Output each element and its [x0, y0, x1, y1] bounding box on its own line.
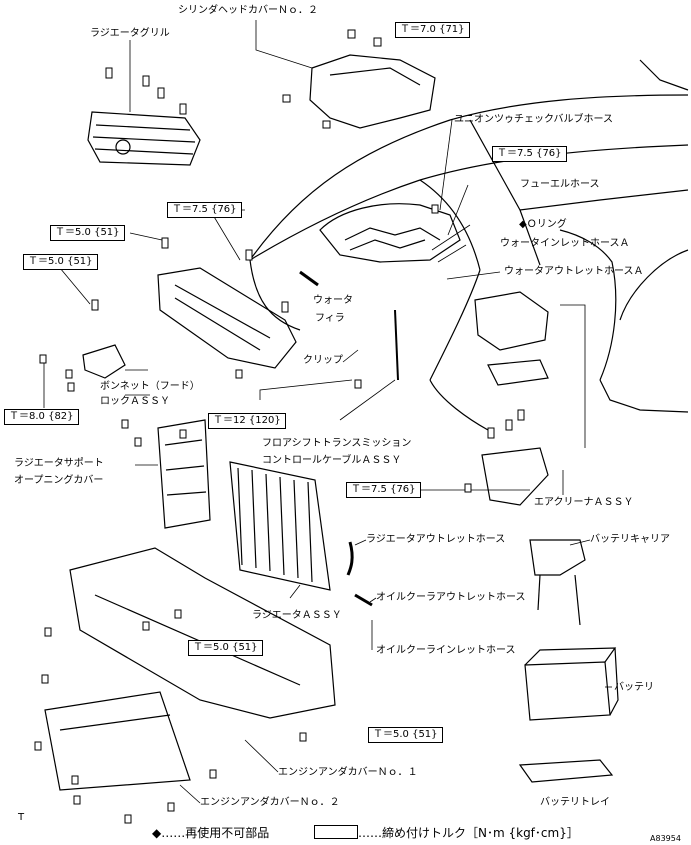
label-water-filler: ウォータ: [313, 295, 353, 306]
label-water-inlet-hose: ウォータインレットホースＡ: [500, 238, 630, 249]
torque-box: Ｔ＝7.5 {76}: [492, 146, 567, 162]
label-hood-lock: ボンネット（フード）: [100, 381, 200, 392]
legend-torque: ……締め付けトルク［N･m {kgf･cm}］: [358, 826, 579, 840]
torque-box: Ｔ＝5.0 {51}: [368, 727, 443, 743]
label-hood-lock: ロックＡＳＳＹ: [100, 396, 170, 407]
stray-mark: T: [18, 812, 25, 823]
label-union-check-valve-hose: ユニオンツゥチェックバルブホース: [454, 114, 613, 125]
label-cylinder-head-cover: シリンダヘッドカバーＮｏ．２: [178, 5, 318, 16]
torque-box: Ｔ＝12 {120}: [208, 413, 286, 429]
label-fuel-hose: フューエルホース: [520, 179, 600, 190]
torque-box: Ｔ＝5.0 {51}: [50, 225, 125, 241]
legend-non-reusable: ◆……再使用不可部品: [152, 826, 270, 840]
torque-box: Ｔ＝8.0 {82}: [4, 409, 79, 425]
label-oil-cooler-inlet-hose: オイルクーラインレットホース: [376, 645, 516, 656]
label-radiator-assy: ラジエータＡＳＳＹ: [252, 610, 342, 621]
label-radiator-support-cover: オープニングカバー: [14, 475, 104, 486]
label-water-filler: フィラ: [315, 313, 345, 324]
label-air-cleaner: エアクリーナＡＳＳＹ: [534, 497, 634, 508]
label-water-outlet-hose: ウォータアウトレットホースＡ: [504, 266, 644, 277]
label-o-ring: ◆Ｏリング: [519, 219, 567, 230]
label-shift-cable: コントロールケーブルＡＳＳＹ: [262, 455, 402, 466]
label-radiator-support-cover: ラジエータサポート: [14, 458, 104, 469]
label-battery-tray: バッテリトレイ: [540, 797, 610, 808]
label-radiator-grille: ラジエータグリル: [90, 28, 170, 39]
torque-box: Ｔ＝7.5 {76}: [346, 482, 421, 498]
torque-box: Ｔ＝5.0 {51}: [23, 254, 98, 270]
torque-box: Ｔ＝5.0 {51}: [188, 640, 263, 656]
torque-box: Ｔ＝7.0 {71}: [395, 22, 470, 38]
label-clip: クリップ: [303, 355, 343, 366]
label-shift-cable: フロアシフトトランスミッション: [262, 438, 412, 449]
label-engine-under-cover-2: エンジンアンダカバーＮｏ．２: [200, 797, 340, 808]
label-engine-under-cover-1: エンジンアンダカバーＮｏ．１: [278, 767, 418, 778]
label-battery: バッテリ: [614, 682, 654, 693]
label-oil-cooler-outlet-hose: オイルクーラアウトレットホース: [376, 592, 526, 603]
label-radiator-outlet-hose: ラジエータアウトレットホース: [366, 534, 506, 545]
label-battery-carrier: バッテリキャリア: [590, 534, 670, 545]
legend-box-sample: [314, 825, 358, 839]
torque-box: Ｔ＝7.5 {76}: [167, 202, 242, 218]
figure-code: A83954: [650, 834, 681, 843]
